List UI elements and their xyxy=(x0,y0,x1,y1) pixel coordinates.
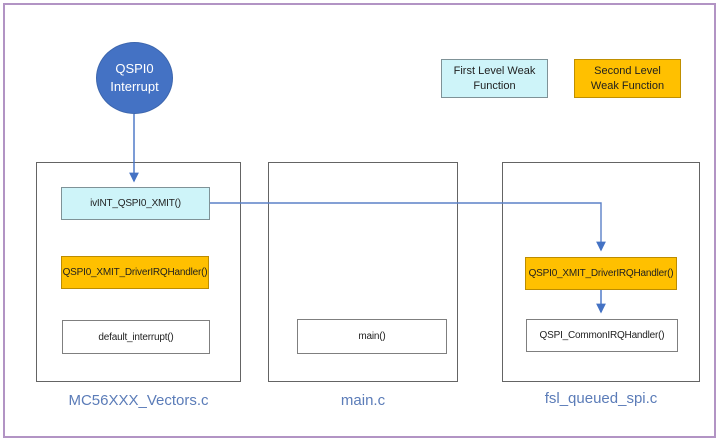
interrupt-circle: QSPI0 Interrupt xyxy=(96,42,173,114)
legend-first-level-label: First Level Weak Function xyxy=(453,65,536,92)
legend-first-level-box: First Level Weak Function xyxy=(441,59,548,98)
func-qspi0-xmit-driverirqhandler-vectors: QSPI0_XMIT_DriverIRQHandler() xyxy=(61,256,209,289)
func-qspi0-xmit-driverirqhandler-fsl: QSPI0_XMIT_DriverIRQHandler() xyxy=(525,257,677,290)
file-label-fsl: fsl_queued_spi.c xyxy=(544,390,658,407)
file-label-vectors: MC56XXX_Vectors.c xyxy=(68,392,209,409)
func-main: main() xyxy=(297,319,447,354)
legend-second-level-box: Second Level Weak Function xyxy=(574,59,681,98)
func-ivint-qspi0-xmit: ivINT_QSPI0_XMIT() xyxy=(61,187,210,220)
func-qspi-commonirqhandler: QSPI_CommonIRQHandler() xyxy=(526,319,678,352)
legend-second-level-label: Second Level Weak Function xyxy=(590,65,665,92)
interrupt-label: QSPI0 Interrupt xyxy=(110,61,159,94)
file-label-main: main.c xyxy=(340,392,386,409)
func-default-interrupt: default_interrupt() xyxy=(62,320,210,354)
